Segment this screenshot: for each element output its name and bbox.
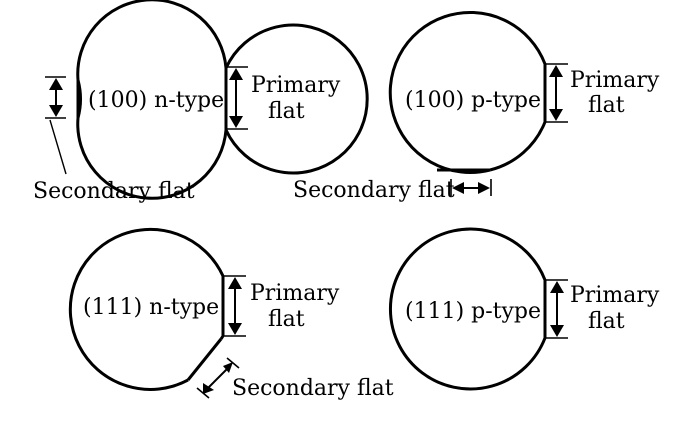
secondary-arrow-head-left	[452, 182, 464, 194]
wafer-111-n-type: (111) n-type Primary flat Secondary flat	[68, 227, 394, 401]
primary-label-line2: flat	[268, 99, 305, 124]
primary-label-line2: flat	[588, 309, 625, 334]
wafer-111-p-type: (111) p-type Primary flat	[388, 227, 660, 391]
primary-arrow-head-down	[229, 116, 243, 128]
secondary-arrow-head-down	[49, 105, 63, 117]
secondary-arrow-head-right	[478, 182, 490, 194]
primary-arrow-head-down	[228, 323, 242, 335]
wafer-label: (111) n-type	[83, 295, 219, 320]
secondary-leader-line	[49, 119, 67, 175]
secondary-flat	[186, 338, 223, 381]
wafer-arc	[388, 10, 547, 174]
primary-label-line1: Primary	[250, 281, 340, 306]
primary-arrow-head-up	[229, 68, 243, 80]
primary-label-line2: flat	[268, 307, 305, 332]
primary-arrow-head-down	[549, 109, 563, 121]
wafer-arc	[388, 227, 547, 391]
wafer-arc-top	[76, 0, 228, 81]
secondary-arrow-head-up	[49, 78, 63, 90]
primary-label-line1: Primary	[570, 68, 660, 93]
wafer-label: (100) n-type	[88, 88, 224, 113]
primary-arrow-head-down	[550, 325, 564, 337]
wafer-label: (100) p-type	[405, 88, 541, 113]
wafer-arc-main	[68, 227, 225, 391]
primary-label-line1: Primary	[251, 73, 341, 98]
secondary-label: Secondary flat	[33, 179, 195, 204]
wafer-arc-left-bottom	[410, 140, 437, 170]
primary-label-line1: Primary	[570, 283, 660, 308]
primary-arrow-head-up	[228, 277, 242, 289]
wafer-arc-right	[489, 121, 547, 172]
secondary-arrow-head-top	[223, 362, 233, 373]
secondary-tick-top	[226, 357, 240, 369]
secondary-label: Secondary flat	[293, 178, 455, 203]
wafer-100-n-type: (100) n-type Primary flat Secondary flat	[33, 0, 369, 204]
secondary-arrow-head-bottom	[203, 383, 214, 394]
wafer-arc-bottom	[76, 117, 228, 200]
wafer-arc-small	[219, 335, 225, 340]
wafer-100-p-type: (100) p-type Primary flat Secondary flat	[293, 10, 660, 203]
secondary-flat-arrow	[206, 366, 230, 390]
primary-label-line2: flat	[588, 93, 625, 118]
wafer-label: (111) p-type	[405, 299, 541, 324]
primary-arrow-head-up	[549, 65, 563, 77]
primary-arrow-head-up	[550, 281, 564, 293]
secondary-label: Secondary flat	[232, 376, 394, 401]
